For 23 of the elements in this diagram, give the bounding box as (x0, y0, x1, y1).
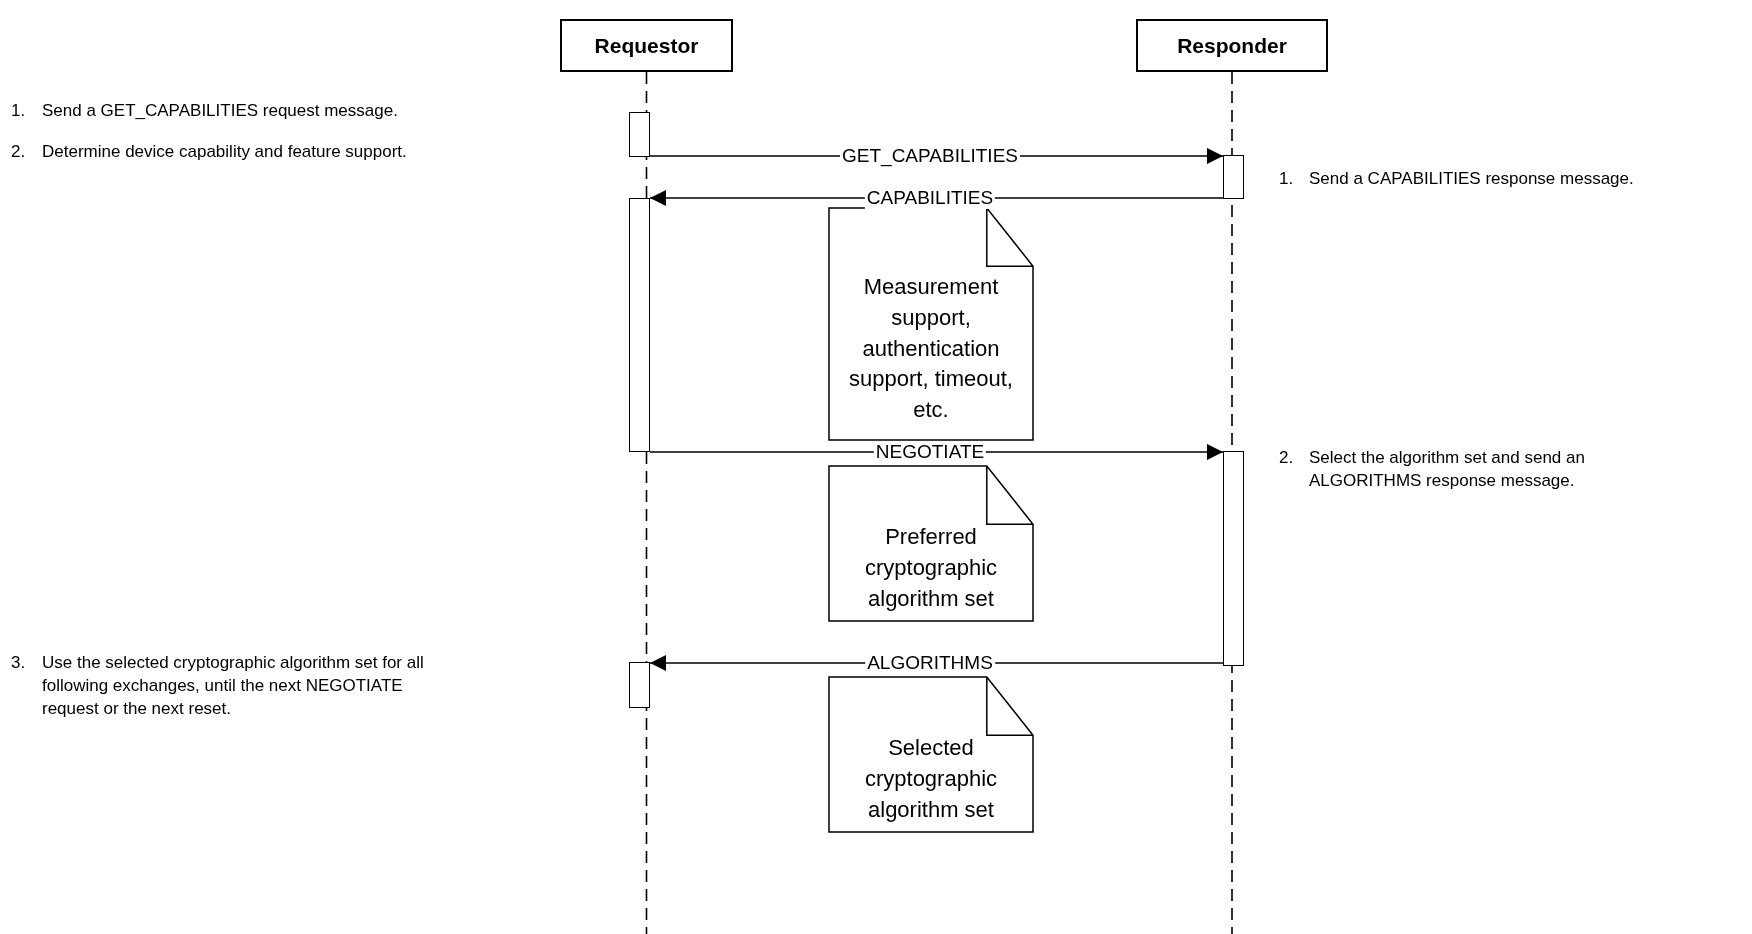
step-number: 2. (1279, 447, 1294, 469)
participant-box: Requestor (560, 19, 733, 72)
activation-bar (629, 662, 650, 708)
step-number: 1. (11, 100, 26, 122)
step-text: Send a CAPABILITIES response message. (1309, 168, 1635, 190)
step-number: 1. (1279, 168, 1294, 190)
note-text: Selected cryptographic algorithm set (863, 734, 999, 824)
step-text: Select the algorithm set and send an ALGORITHMS response message. (1309, 447, 1586, 492)
step-number: 2. (11, 141, 26, 163)
step-text: Send a GET_CAPABILITIES request message. (42, 100, 399, 122)
participant-box: Responder (1136, 19, 1328, 72)
note-box (829, 466, 1033, 621)
activation-bar (1223, 451, 1244, 666)
note-box (829, 677, 1033, 832)
note-text: Measurement support, authentication support, timeout, etc. (848, 273, 1014, 425)
step-text: Determine device capability and feature support. (42, 141, 408, 163)
note-box (829, 208, 1033, 440)
step-number: 3. (11, 652, 26, 674)
note-text: Preferred cryptographic algorithm set (863, 523, 999, 613)
activation-bar (629, 198, 650, 452)
step-text: Use the selected cryptographic algorithm set for all following exchanges, until the next NEGOTIATE request or the next reset. (42, 652, 425, 720)
activation-bar (629, 112, 650, 157)
activation-bar (1223, 155, 1244, 199)
